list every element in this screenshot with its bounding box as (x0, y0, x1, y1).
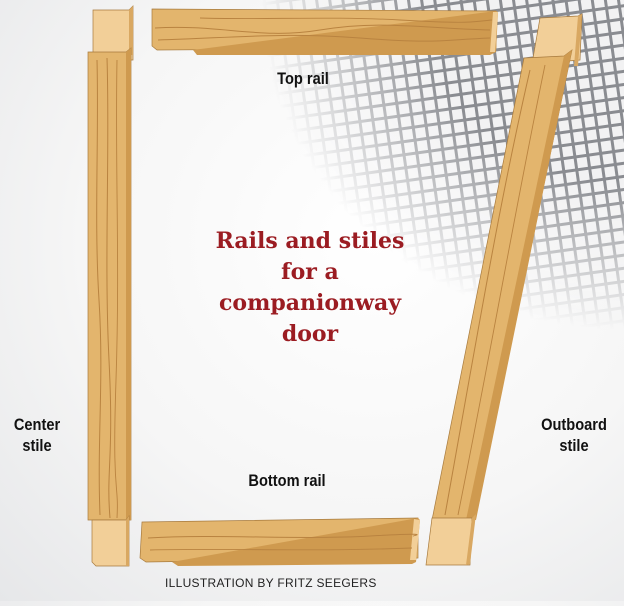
bottom-rail-label: Bottom rail (248, 471, 326, 490)
title-line-4: door (281, 321, 339, 347)
center-stile (87, 5, 134, 567)
title-line-2: for a (281, 259, 339, 285)
top-rail (151, 8, 498, 55)
illustration-credit: ILLUSTRATION BY FRITZ SEEGERS (165, 576, 377, 590)
bottom-rail (139, 517, 420, 566)
outboard-stile (425, 13, 583, 566)
title-line-1: Rails and stiles (215, 228, 405, 254)
title-line-3: companionway (219, 290, 401, 316)
top-rail-label: Top rail (277, 69, 329, 88)
diagram-title: Rails and stiles for a companionway door (180, 226, 440, 350)
center-stile-label: Center stile (13, 415, 61, 455)
outboard-stile-label: Outboard stile (541, 415, 607, 455)
